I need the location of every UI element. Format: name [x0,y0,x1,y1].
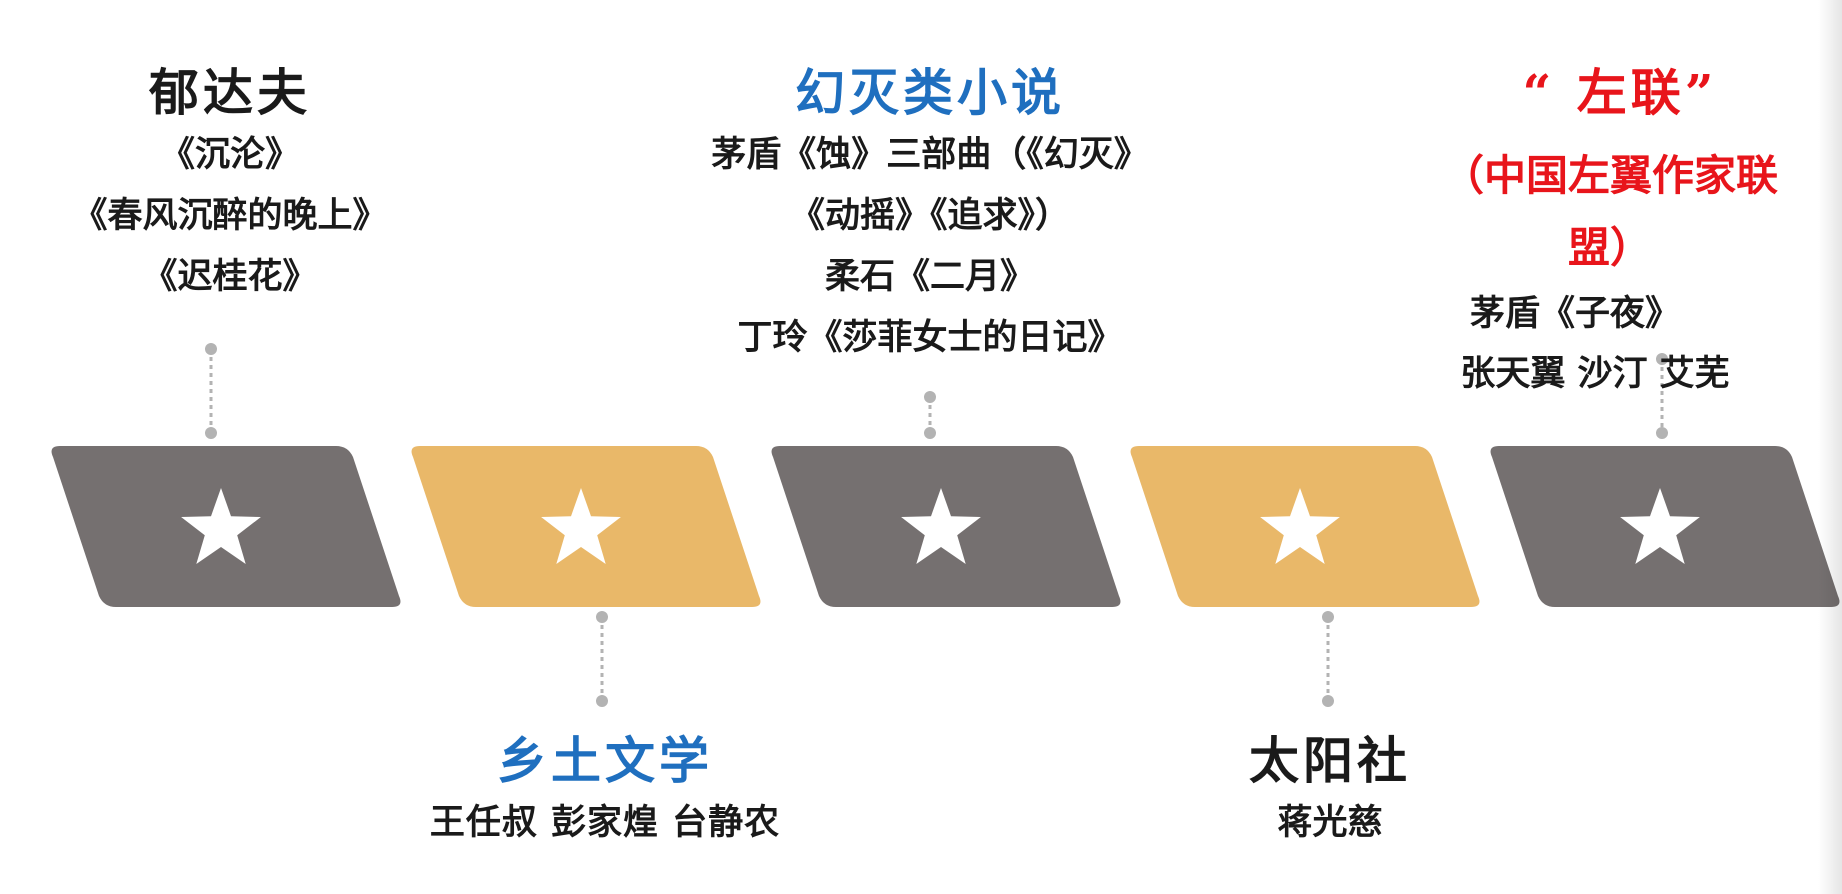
stage-2-labels: 乡土文学 王任叔 彭家煌 台静农 [330,730,880,853]
connectors-layer [205,343,1668,707]
connector-dot-4-1 [1322,611,1334,623]
stage-4-line-1: 蒋光慈 [1277,802,1383,843]
connector-dot-2-1 [596,611,608,623]
stage-5-line-2: 张天翼 沙汀 艾芜 [1460,353,1730,394]
stage-4-title: 太阳社 [1249,731,1411,790]
star-icon [901,488,981,564]
stage-1-line-1: 《沉沦》 [159,134,300,175]
star-icon [181,488,261,564]
stage-5-line-1: 茅盾《子夜》 [1469,293,1680,334]
stage-3-line-3: 柔石《二月》 [824,256,1035,297]
connector-dot-1-1 [205,343,217,355]
stage-2-line-1: 王任叔 彭家煌 台静农 [429,802,781,843]
page-edge-shadow [1818,0,1842,894]
stage-5-title: “ 左联” [1522,63,1718,122]
connector-dot-1-2 [205,427,217,439]
stage-3-title: 幻灭类小说 [795,63,1065,122]
stage-1-title: 郁达夫 [149,63,311,122]
stage-1-line-2: 《春风沉醉的晚上》 [72,195,388,236]
stage-3-line-2: 《动摇》《追求》） [789,195,1070,236]
star-icon [541,488,621,564]
stage-4-labels: 太阳社 蒋光慈 [1180,730,1480,853]
stage-1-line-3: 《迟桂花》 [142,256,318,297]
stage-1-labels: 郁达夫 《沉沦》 《春风沉醉的晚上》 《迟桂花》 [40,62,420,307]
connector-dot-3-2 [924,427,936,439]
connector-dot-3-1 [924,391,936,403]
connector-dot-5-1 [1656,353,1668,365]
segments-layer [51,446,1840,607]
connector-dot-4-2 [1322,695,1334,707]
connector-dot-2-2 [596,695,608,707]
stage-5-subtitle: （中国左翼作家联盟） [1441,151,1778,272]
star-icon [1620,488,1700,564]
stage-3-line-1: 茅盾《蚀》三部曲（《幻灭》 [711,134,1149,175]
connector-dot-5-2 [1656,427,1668,439]
star-icon [1260,488,1340,564]
stage-3-line-4: 丁玲《莎菲女士的日记》 [737,317,1123,358]
stage-3-labels: 幻灭类小说 茅盾《蚀》三部曲（《幻灭》 《动摇》《追求》） 柔石《二月》 丁玲《… [640,62,1220,368]
stage-2-title: 乡土文学 [497,731,713,790]
